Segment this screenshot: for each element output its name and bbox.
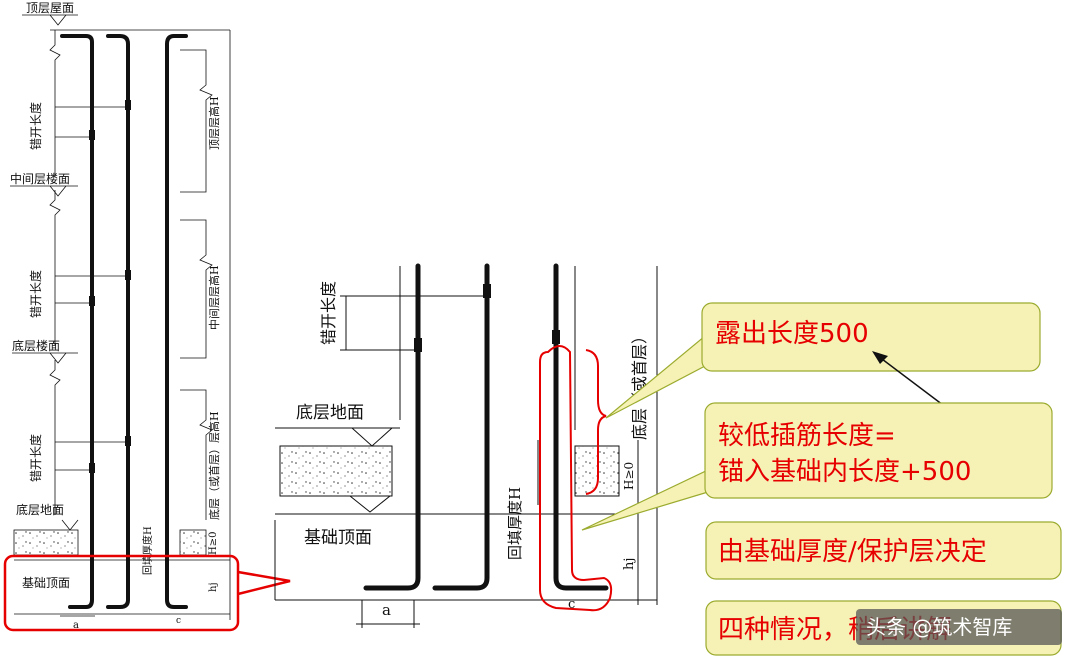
callout-exposed-length [701,302,1041,372]
hj-label: hj [208,582,219,592]
top-height-label: 顶层层高H [207,96,221,150]
watermark-bg [856,609,1062,645]
zoom-hl-label: H≥0 [622,462,636,490]
left-bar-2 [106,34,130,609]
backfill-label: 回填厚度H [141,526,154,575]
mid-height-label: 中间层层高H [207,265,221,330]
red-brace-upper [585,349,607,431]
callout-lower-dowel-line2: 锚入基础内长度+500 [718,457,971,487]
stagger-label-3: 错开长度 [28,434,43,482]
hl-label: H≥0 [208,532,219,555]
zoom-c-label: c [568,597,575,612]
zoom-floor-label: 底层（或首层） [630,328,649,440]
zoom-stagger-label: 错开长度 [319,281,338,345]
ground-label: 底层地面 [16,502,64,517]
watermark: 头条 @筑术智库 [866,615,1012,639]
red-bar-outline [539,345,613,612]
red-brace-lower [585,430,599,495]
callout-exposed-text: 露出长度500 [715,319,869,349]
zoom-a-label: a [382,601,391,619]
zoom-foundation-label: 基础顶面 [304,528,372,548]
bottom-floor-label: 底层楼面 [12,338,60,353]
left-elevation: 顶层屋面 中间层楼面 底层楼面 错开长度 错开长度 错开长度 [3,1,291,632]
left-bar-3 [165,34,188,609]
foundation-top-label: 基础顶面 [22,576,70,590]
zoom-arrow [237,570,291,596]
bottom-height-label: 底层（或首层）层高H [207,411,221,520]
zoom-bar-3 [553,263,609,591]
zoomed-detail: 错开长度 底层地面 基础顶面 回填厚度H 底层（或首层） H≥0 hj [274,263,658,628]
left-bar-1 [60,34,94,609]
callout-lower-dowel-line1: 较低插筋长度= [718,421,896,451]
mid-floor-label: 中间层楼面 [10,171,70,186]
callout-thickness [705,521,1062,580]
callout-thickness-text: 由基础厚度/保护层决定 [718,537,987,567]
stagger-label-2: 错开长度 [28,270,43,318]
c-label: c [176,616,181,626]
zoom-hj-label: hj [622,558,637,570]
roof-label: 顶层屋面 [26,1,74,15]
zoom-bar-1 [363,263,421,591]
zoom-bar-2 [432,263,490,591]
highlight-box [3,554,240,632]
callout-lower-dowel [704,402,1053,499]
zoom-backfill-label: 回填厚度H [506,487,524,560]
a-label: a [73,620,79,631]
callouts: 露出长度500 较低插筋长度= 锚入基础内长度+500 由基础厚度/保护层决定 … [581,302,1062,656]
stagger-label-1: 错开长度 [28,102,43,150]
zoom-ground-label: 底层地面 [296,403,364,423]
